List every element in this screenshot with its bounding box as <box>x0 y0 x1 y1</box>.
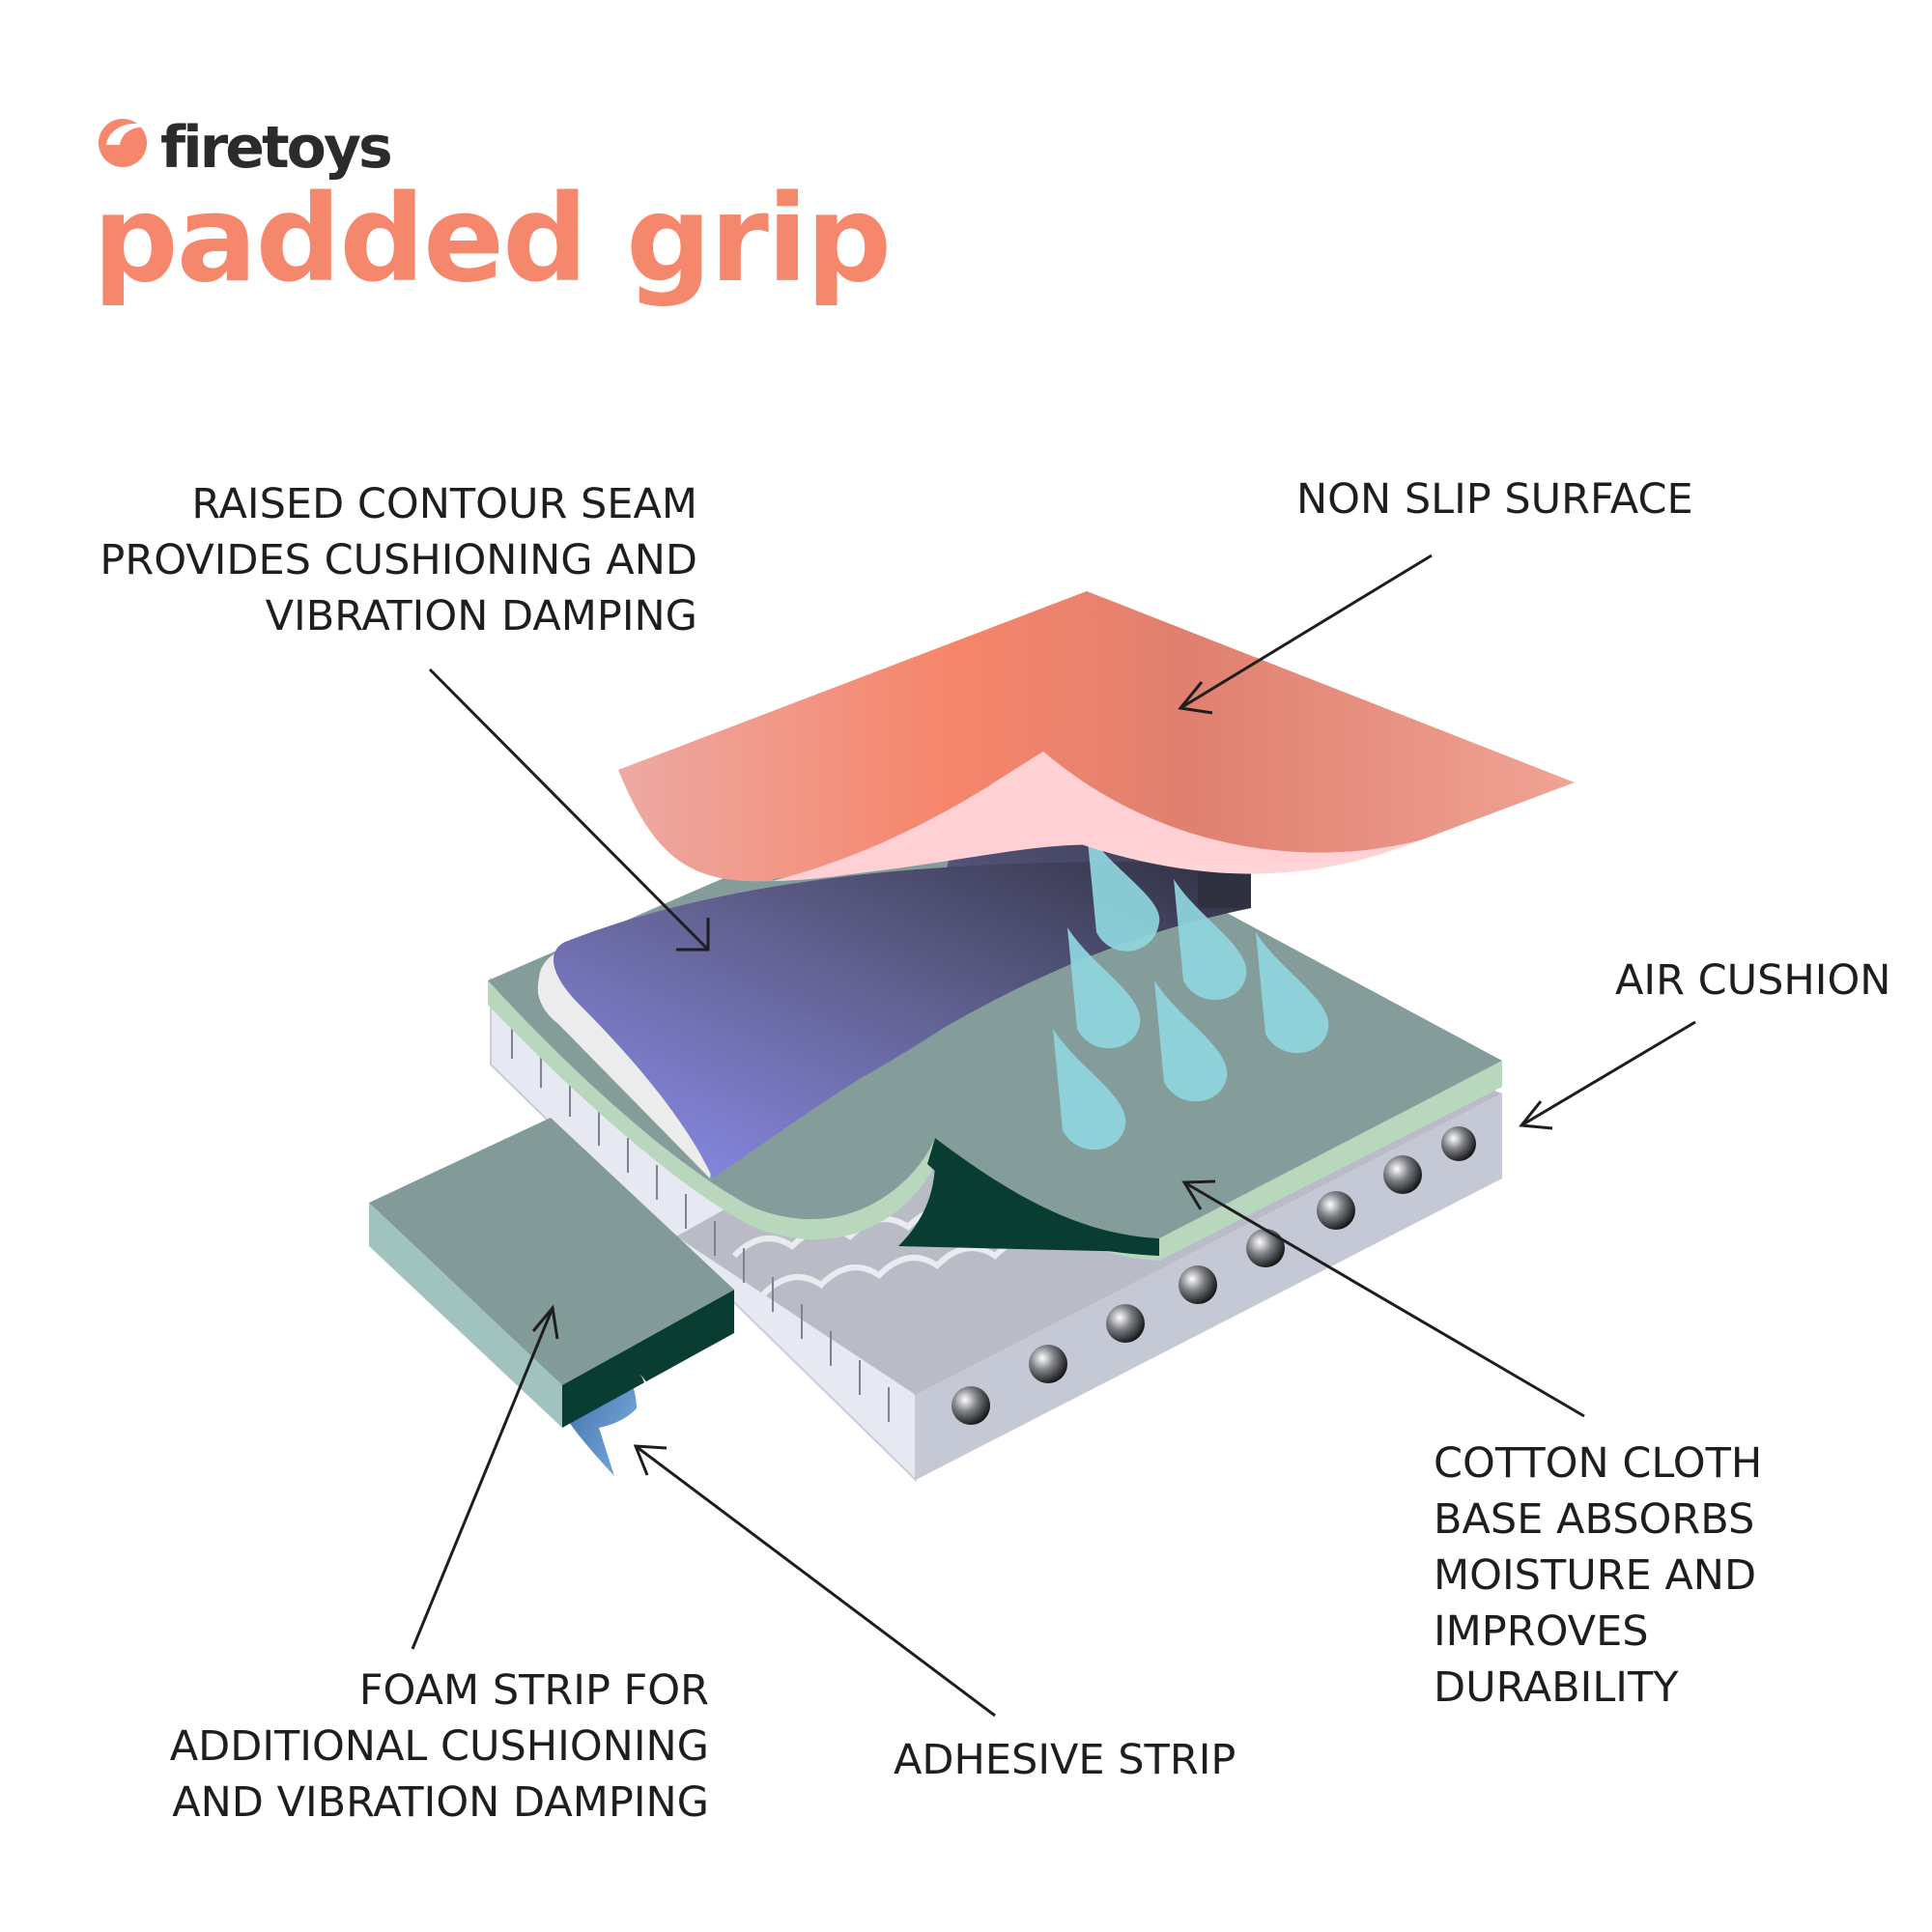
arrow-adhesive <box>635 1444 996 1718</box>
callout-line: VIBRATION DAMPING <box>265 592 697 640</box>
callout-line: ADDITIONAL CUSHIONING <box>169 1722 709 1771</box>
callout-line: PROVIDES CUSHIONING AND <box>99 536 697 584</box>
leader-arrows <box>411 554 1696 1718</box>
arrow-air-cushion <box>1520 1020 1696 1127</box>
callout-line: IMPROVES <box>1434 1607 1649 1656</box>
moisture-drops <box>1053 831 1329 1151</box>
callout-cotton: COTTON CLOTH BASE ABSORBS MOISTURE AND I… <box>1434 1435 1762 1716</box>
brand-name: firetoys <box>160 114 393 182</box>
foam-strip <box>369 1118 734 1476</box>
callout-line: FOAM STRIP FOR <box>358 1666 709 1715</box>
callout-line: ADHESIVE STRIP <box>894 1736 1236 1784</box>
callout-non-slip: NON SLIP SURFACE <box>1296 471 1693 527</box>
arrow-non-slip <box>1179 554 1433 710</box>
non-slip-surface-layer <box>618 591 1575 882</box>
callout-line: RAISED CONTOUR SEAM <box>191 480 697 528</box>
callout-line: DURABILITY <box>1434 1663 1679 1712</box>
arrow-foam <box>411 1307 554 1650</box>
callout-raised-seam: RAISED CONTOUR SEAM PROVIDES CUSHIONING … <box>99 476 697 644</box>
callout-line: COTTON CLOTH <box>1434 1439 1763 1488</box>
callout-line: AIR CUSHION <box>1615 956 1891 1005</box>
callout-line: MOISTURE AND <box>1434 1551 1757 1600</box>
headline: padded grip <box>93 170 892 309</box>
arrow-cotton <box>1183 1180 1585 1418</box>
air-holes <box>952 1126 1476 1425</box>
callout-foam: FOAM STRIP FOR ADDITIONAL CUSHIONING AND… <box>170 1662 709 1831</box>
callout-line: NON SLIP SURFACE <box>1296 475 1693 524</box>
callout-air-cushion: AIR CUSHION <box>1615 952 1890 1009</box>
brand-logo: firetoys <box>97 114 393 182</box>
firetoys-logo-icon <box>99 119 147 167</box>
callout-adhesive: ADHESIVE STRIP <box>894 1732 1236 1788</box>
arrow-raised-seam <box>428 668 710 952</box>
callout-line: AND VIBRATION DAMPING <box>172 1778 709 1827</box>
callout-line: BASE ABSORBS <box>1434 1495 1755 1544</box>
